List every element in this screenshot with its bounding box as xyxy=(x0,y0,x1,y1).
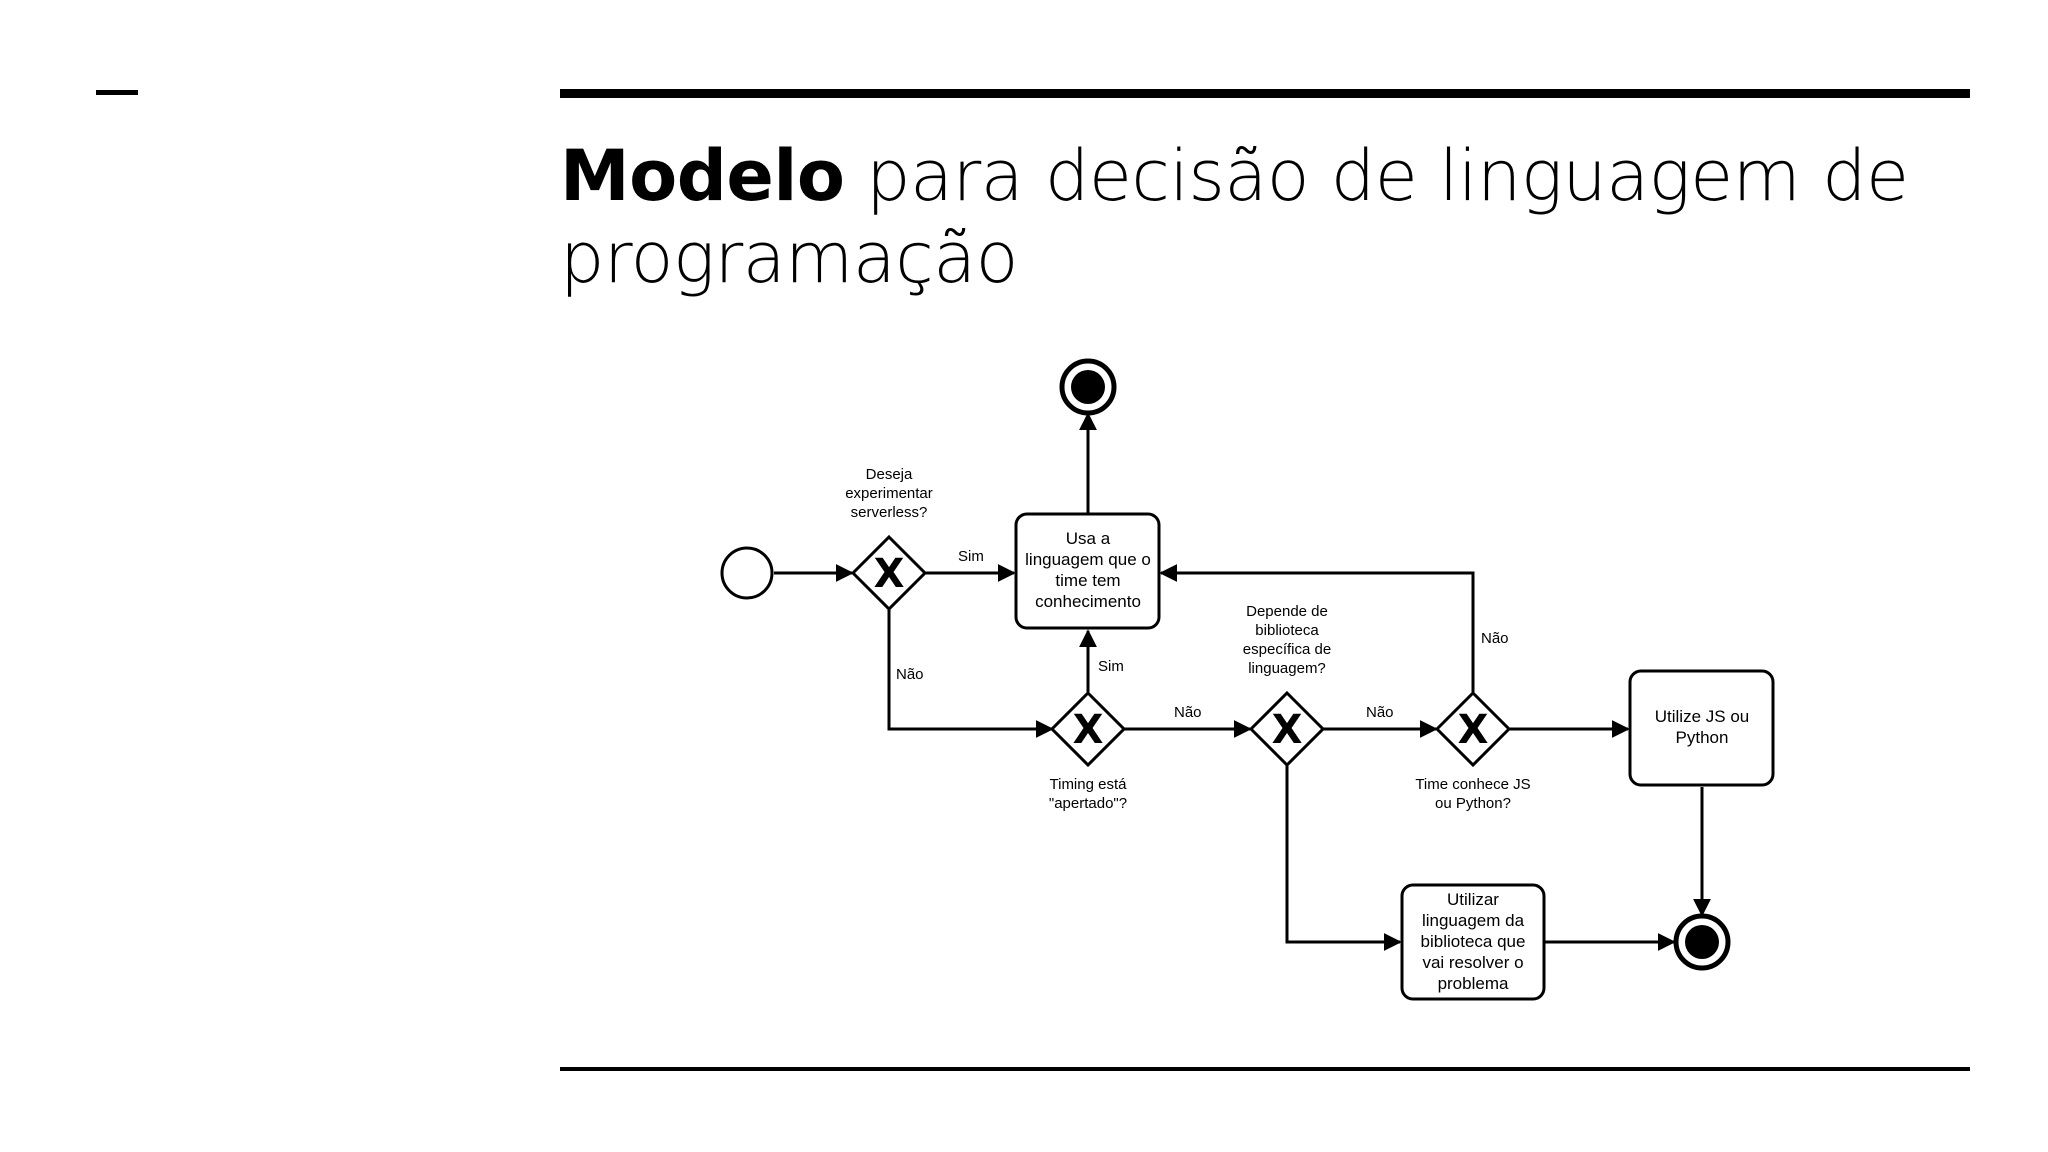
question-line: Timing está xyxy=(1050,776,1128,793)
question-line: experimentar xyxy=(845,485,933,502)
task-library-language-line: Utilizar xyxy=(1447,890,1499,909)
gateway-serverless-mark: X xyxy=(874,551,905,597)
gateway-team: X xyxy=(1434,690,1512,768)
task-library-language-line: biblioteca que xyxy=(1421,932,1526,951)
bottom-rule xyxy=(560,1067,1970,1071)
question-serverless: Deseja experimentar serverless? xyxy=(845,466,933,521)
question-library: Depende de biblioteca específica de ling… xyxy=(1243,603,1331,677)
question-line: serverless? xyxy=(851,504,928,521)
question-team: Time conhece JS ou Python? xyxy=(1415,776,1530,812)
question-line: "apertado"? xyxy=(1049,795,1127,812)
task-js-python-line: Utilize JS ou xyxy=(1655,707,1749,726)
task-known-language: Usa a linguagem que o time tem conhecime… xyxy=(1014,512,1161,630)
edge-label-timing-yes: Sim xyxy=(1098,658,1124,675)
start-event xyxy=(720,546,774,600)
task-known-language-line: time tem xyxy=(1055,571,1120,590)
end-event-bottom xyxy=(1673,913,1731,971)
gateway-timing: X xyxy=(1049,690,1127,768)
edge-library-yes xyxy=(1285,765,1402,951)
task-library-language-line: vai resolver o xyxy=(1422,953,1523,972)
question-line: Time conhece JS xyxy=(1415,776,1530,793)
task-js-python-line: Python xyxy=(1676,728,1729,747)
task-library-language: Utilizar linguagem da biblioteca que vai… xyxy=(1400,883,1546,1001)
title-bold: Modelo xyxy=(560,135,845,217)
edge-label-serverless-no: Não xyxy=(896,666,924,683)
gateway-library: X xyxy=(1248,690,1326,768)
question-timing: Timing está "apertado"? xyxy=(1049,776,1127,812)
gateway-timing-mark: X xyxy=(1073,707,1104,753)
edge-team-no xyxy=(1159,564,1475,692)
task-library-language-line: problema xyxy=(1438,974,1509,993)
gateway-library-mark: X xyxy=(1272,707,1303,753)
task-library-language-line: linguagem da xyxy=(1422,911,1525,930)
gateway-serverless: X xyxy=(850,534,928,612)
edge-label-serverless-yes: Sim xyxy=(958,548,984,565)
task-known-language-line: Usa a xyxy=(1066,529,1111,548)
title-rest: para decisão de linguagem de xyxy=(844,135,1909,217)
end-event-top xyxy=(1059,358,1117,416)
edge-label-timing-no: Não xyxy=(1174,704,1202,721)
top-rule xyxy=(560,89,1970,98)
task-known-language-line: linguagem que o xyxy=(1025,550,1151,569)
edge-label-library-no: Não xyxy=(1366,704,1394,721)
slide-dash-mark xyxy=(96,90,138,95)
question-line: Deseja xyxy=(866,466,913,483)
question-line: Depende de xyxy=(1246,603,1328,620)
title-line2: programação xyxy=(560,217,1018,299)
question-line: específica de xyxy=(1243,641,1331,658)
gateway-team-mark: X xyxy=(1458,707,1489,753)
question-line: biblioteca xyxy=(1255,622,1319,639)
question-line: linguagem? xyxy=(1248,660,1326,677)
task-js-python: Utilize JS ou Python xyxy=(1628,669,1775,787)
edge-label-team-no: Não xyxy=(1481,630,1509,647)
edge-serverless-no xyxy=(887,609,1054,738)
task-known-language-line: conhecimento xyxy=(1035,592,1141,611)
question-line: ou Python? xyxy=(1435,795,1511,812)
